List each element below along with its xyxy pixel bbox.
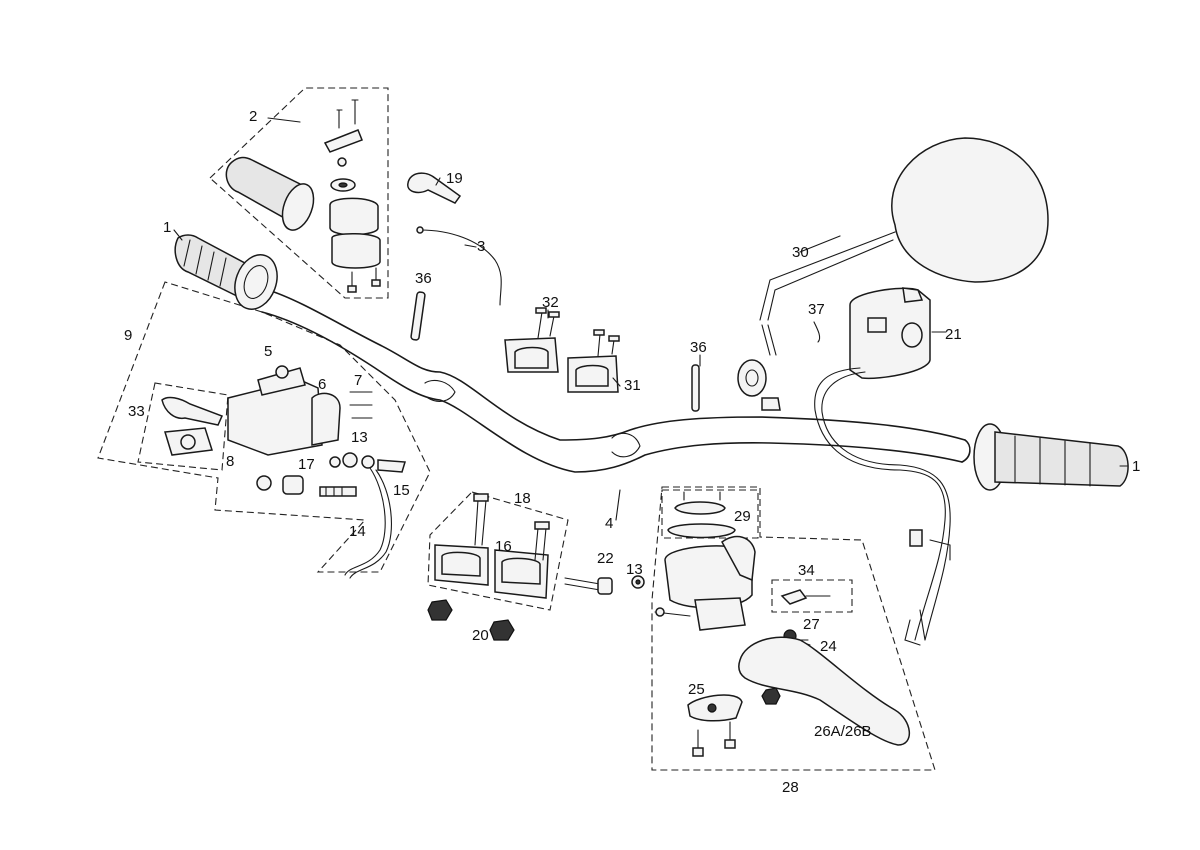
label-8: 8 <box>226 453 234 470</box>
label-4: 4 <box>605 515 613 532</box>
left-grip-flange <box>234 254 278 310</box>
group-18-outline <box>427 491 569 611</box>
label-19: 19 <box>446 170 463 187</box>
handlebar-end-cap <box>961 439 971 463</box>
banjo-bolt-22 <box>564 577 601 591</box>
throttle-ring <box>281 183 315 231</box>
right-grip <box>973 423 1129 491</box>
throttle-lower-housing <box>331 233 381 269</box>
label-14: 14 <box>349 523 366 540</box>
label-17: 17 <box>298 456 315 473</box>
label-3: 3 <box>477 238 485 255</box>
group-33-outline <box>137 382 229 471</box>
switch-21 <box>849 287 931 380</box>
handlebar-crossbar-right <box>611 432 641 458</box>
label-37: 37 <box>808 301 825 318</box>
switch-wire-37 <box>813 321 821 343</box>
group-34-outline <box>771 579 853 613</box>
wiring-harness <box>814 367 946 641</box>
label-36-left: 36 <box>415 270 432 287</box>
label-16: 16 <box>495 538 512 555</box>
group-2-outline <box>209 87 389 299</box>
lower-clamps <box>427 493 550 641</box>
label-25: 25 <box>688 681 705 698</box>
label-29: 29 <box>734 508 751 525</box>
group-28-outline <box>651 486 936 771</box>
label-31: 31 <box>624 377 641 394</box>
part-labels: 1 1 2 3 4 5 6 7 8 9 13 13 14 15 16 17 18… <box>124 108 1140 796</box>
nut-20a <box>427 599 453 621</box>
handlebar-lower-edge <box>261 311 963 473</box>
left-grip <box>174 234 278 310</box>
label-26: 26A/26B <box>814 723 872 740</box>
label-36-right: 36 <box>690 339 707 356</box>
throttle-assembly <box>225 99 381 293</box>
switch-housing <box>813 287 951 646</box>
right-grip-body <box>994 431 1129 487</box>
cable-adjuster-19 <box>407 172 462 204</box>
label-9: 9 <box>124 327 132 344</box>
label-34: 34 <box>798 562 815 579</box>
label-13-right: 13 <box>626 561 643 578</box>
label-6: 6 <box>318 376 326 393</box>
clutch-cable-14 <box>344 467 386 576</box>
reservoir-cap-29 <box>674 501 726 515</box>
mirror <box>737 137 1049 411</box>
pins-36 <box>410 291 700 412</box>
brake-master-cylinder <box>564 491 910 757</box>
label-15: 15 <box>393 482 410 499</box>
label-33: 33 <box>128 403 145 420</box>
throttle-upper-housing <box>329 197 379 236</box>
nut-20b <box>489 619 515 641</box>
upper-clamps <box>504 307 620 393</box>
nut-lever <box>761 687 781 705</box>
connector <box>909 529 923 547</box>
pin-36-right <box>691 364 700 412</box>
label-27: 27 <box>803 616 820 633</box>
label-20: 20 <box>472 627 489 644</box>
label-30: 30 <box>792 244 809 261</box>
brake-switch-34 <box>780 589 808 605</box>
leader-lines <box>173 117 1129 641</box>
handlebar-tube <box>261 289 971 473</box>
label-1-right: 1 <box>1132 458 1140 475</box>
label-28: 28 <box>782 779 799 796</box>
label-1-left: 1 <box>163 219 171 236</box>
label-2: 2 <box>249 108 257 125</box>
label-22: 22 <box>597 550 614 567</box>
cable-3 <box>419 229 502 306</box>
label-32: 32 <box>542 294 559 311</box>
handlebar-crossbar-left <box>424 379 456 402</box>
mirror-head <box>891 137 1049 283</box>
mirror-stem <box>759 231 896 321</box>
pin-36-left <box>410 291 426 341</box>
label-24: 24 <box>820 638 837 655</box>
label-7: 7 <box>354 372 362 389</box>
handlebar-upper-edge <box>267 289 966 441</box>
label-18: 18 <box>514 490 531 507</box>
label-21: 21 <box>945 326 962 343</box>
throttle-cable <box>407 172 502 306</box>
left-lever-assembly <box>161 365 406 579</box>
mirror-mount <box>737 359 767 397</box>
lever-33 <box>161 396 224 426</box>
label-13-left: 13 <box>351 429 368 446</box>
clutch-cover <box>311 392 341 446</box>
throttle-cap <box>323 129 363 153</box>
label-5: 5 <box>264 343 272 360</box>
